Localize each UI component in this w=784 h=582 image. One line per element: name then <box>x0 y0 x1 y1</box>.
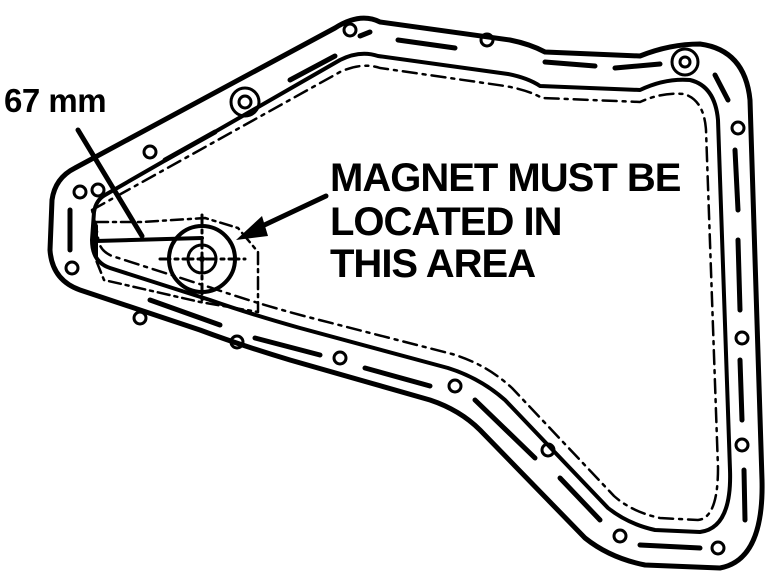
bolt-hole <box>670 47 700 77</box>
callout-arrow <box>236 193 329 240</box>
callout-text-line-2: LOCATED IN <box>330 200 562 244</box>
callout-text-line-1: MAGNET MUST BE <box>330 156 681 200</box>
bolt-hole <box>612 528 628 544</box>
bolt-hole <box>142 144 158 160</box>
bolt-hole <box>229 86 261 118</box>
gasket-slots <box>67 29 748 551</box>
magnet-area-outline <box>94 216 260 314</box>
bolt-hole <box>734 437 750 453</box>
dimension-leader-arrow <box>75 127 145 239</box>
bolt-hole <box>90 182 106 198</box>
gasket-outer-edge <box>47 15 765 571</box>
bolt-hole <box>342 22 358 38</box>
bolt-hole <box>678 55 692 69</box>
callout-text-line-3: THIS AREA <box>330 242 536 286</box>
bolt-holes <box>64 22 750 556</box>
gasket-inner-edge <box>90 51 733 534</box>
dimension-line <box>94 236 204 243</box>
dimension-label: 67 mm <box>4 82 107 119</box>
bolt-hole <box>447 378 463 394</box>
bolt-hole <box>237 94 253 110</box>
bolt-hole <box>540 442 556 458</box>
gasket-dashed-channel <box>90 64 720 522</box>
bolt-hole <box>479 32 495 48</box>
bolt-hole <box>710 540 726 556</box>
bolt-hole <box>132 310 148 326</box>
bolt-hole <box>72 184 88 200</box>
bolt-hole <box>332 350 348 366</box>
bolt-hole <box>64 260 80 276</box>
bolt-hole <box>734 330 750 346</box>
bolt-hole <box>229 334 245 350</box>
bolt-hole <box>730 120 746 136</box>
